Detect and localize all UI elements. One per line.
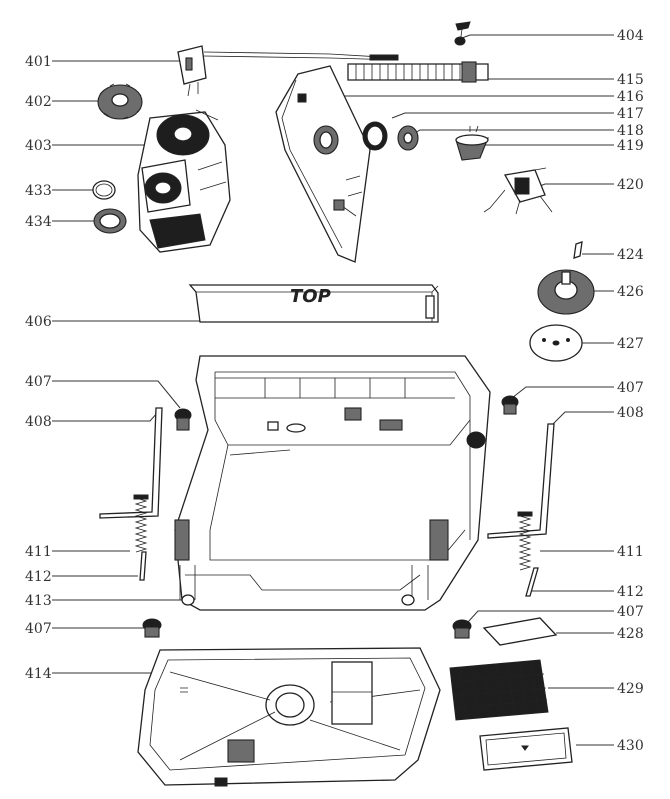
drain-hose-415 [347, 61, 489, 83]
filter-block-429 [449, 659, 549, 721]
callout-412-b: 412 [617, 584, 644, 600]
callout-403: 403 [25, 138, 52, 154]
callout-406: 406 [25, 314, 52, 330]
callout-412-a: 412 [25, 569, 52, 585]
callout-408-b: 408 [617, 405, 644, 421]
callout-420: 420 [617, 177, 644, 193]
callout-401: 401 [25, 54, 52, 70]
cover-panel-430 [479, 727, 573, 771]
callout-413: 413 [25, 593, 52, 609]
rod-408-right [487, 423, 555, 539]
top-box-text: TOP [290, 286, 331, 307]
disc-427 [529, 324, 583, 362]
callout-407-a: 407 [25, 374, 52, 390]
callout-418: 418 [617, 123, 644, 139]
callout-407-d: 407 [617, 604, 644, 620]
motor-pump-assembly-403 [137, 109, 231, 253]
callout-417: 417 [617, 106, 644, 122]
spring-411-left [133, 494, 149, 553]
pin-412-left [139, 551, 147, 581]
callout-411-a: 411 [25, 544, 52, 560]
callout-411-b: 411 [617, 544, 644, 560]
top-box-406: TOP [188, 284, 439, 323]
foot-407-c [501, 395, 519, 415]
callout-415: 415 [617, 72, 644, 88]
callout-402: 402 [25, 94, 52, 110]
o-ring-433 [92, 180, 116, 200]
callout-416: 416 [617, 89, 644, 105]
callout-428: 428 [617, 626, 644, 642]
callout-407-b: 407 [25, 621, 52, 637]
callout-426: 426 [617, 284, 644, 300]
power-cord-401 [177, 45, 399, 97]
clip-424 [573, 241, 583, 259]
grommet-418 [397, 125, 419, 151]
callout-424: 424 [617, 247, 644, 263]
main-frame [174, 355, 491, 611]
callout-429: 429 [617, 681, 644, 697]
callout-414: 414 [25, 666, 52, 682]
pin-412-right [525, 567, 539, 597]
screw-404 [454, 21, 471, 46]
callout-427: 427 [617, 336, 644, 352]
foot-407-a [174, 408, 192, 431]
callout-408-a: 408 [25, 414, 52, 430]
callout-labels: 401 402 403 433 434 406 407 408 411 412 … [25, 28, 644, 754]
inlet-valve-420 [483, 167, 553, 215]
seal-434 [93, 208, 127, 234]
rod-408-left [99, 407, 163, 519]
callout-433: 433 [25, 183, 52, 199]
callout-430: 430 [617, 738, 644, 754]
ring-417 [362, 121, 388, 151]
gear-402 [97, 83, 143, 120]
foot-407-d [452, 619, 472, 639]
callout-407-c: 407 [617, 380, 644, 396]
callout-404: 404 [617, 28, 644, 44]
wash-motor-426 [537, 269, 595, 315]
spring-411-right [517, 511, 533, 571]
door-panel-416 [275, 65, 371, 263]
base-plate-414 [137, 647, 441, 787]
foot-407-b [142, 618, 162, 638]
insulation-sheet-428 [482, 617, 558, 646]
callout-419: 419 [617, 138, 644, 154]
valve-419 [455, 125, 489, 161]
callout-434: 434 [25, 214, 52, 230]
